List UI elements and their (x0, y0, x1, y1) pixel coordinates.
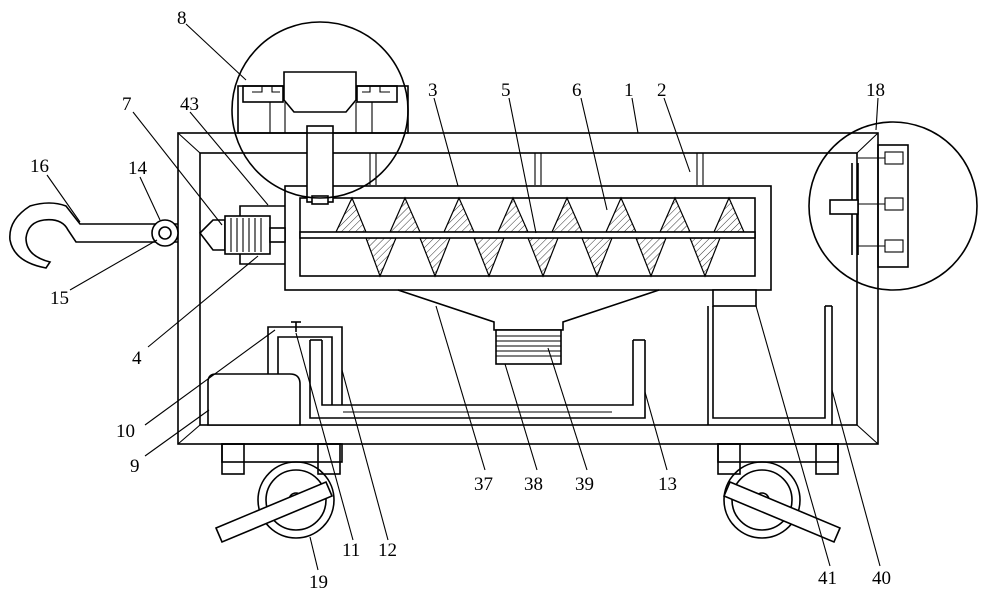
label-15: 15 (50, 288, 69, 309)
left-wheel (214, 443, 343, 544)
drive-motor (198, 205, 286, 265)
label-14: 14 (128, 158, 148, 179)
label-4: 4 (132, 348, 142, 369)
label-19: 19 (309, 572, 328, 593)
detail-circle-18 (808, 121, 978, 291)
feed-inlet (306, 125, 334, 205)
right-wheel (717, 443, 842, 544)
collection-tank (309, 339, 646, 419)
label-3: 3 (428, 80, 438, 101)
waste-bin (707, 289, 833, 425)
leader-lines (46, 23, 881, 571)
label-38: 38 (524, 474, 543, 495)
label-7: 7 (122, 94, 132, 115)
auger-screw (299, 196, 756, 278)
label-37: 37 (474, 474, 493, 495)
label-1: 1 (624, 80, 634, 101)
label-41: 41 (818, 568, 837, 589)
label-40: 40 (872, 568, 891, 589)
discharge-funnel (397, 289, 660, 365)
water-pump (207, 321, 343, 426)
support-rods (369, 153, 704, 185)
label-12: 12 (378, 540, 397, 561)
label-10: 10 (116, 421, 135, 442)
label-39: 39 (575, 474, 594, 495)
label-6: 6 (572, 80, 582, 101)
label-13: 13 (658, 474, 677, 495)
label-11: 11 (342, 540, 360, 561)
label-18: 18 (866, 80, 885, 101)
detail-circle-8 (231, 21, 409, 199)
label-5: 5 (501, 80, 511, 101)
label-2: 2 (657, 80, 667, 101)
label-43: 43 (180, 94, 199, 115)
reference-labels: 8 7 43 3 5 6 1 2 18 16 14 15 4 10 9 37 3… (30, 8, 891, 593)
label-16: 16 (30, 156, 49, 177)
tow-hook (9, 202, 179, 269)
label-8: 8 (177, 8, 187, 29)
label-9: 9 (130, 456, 140, 477)
